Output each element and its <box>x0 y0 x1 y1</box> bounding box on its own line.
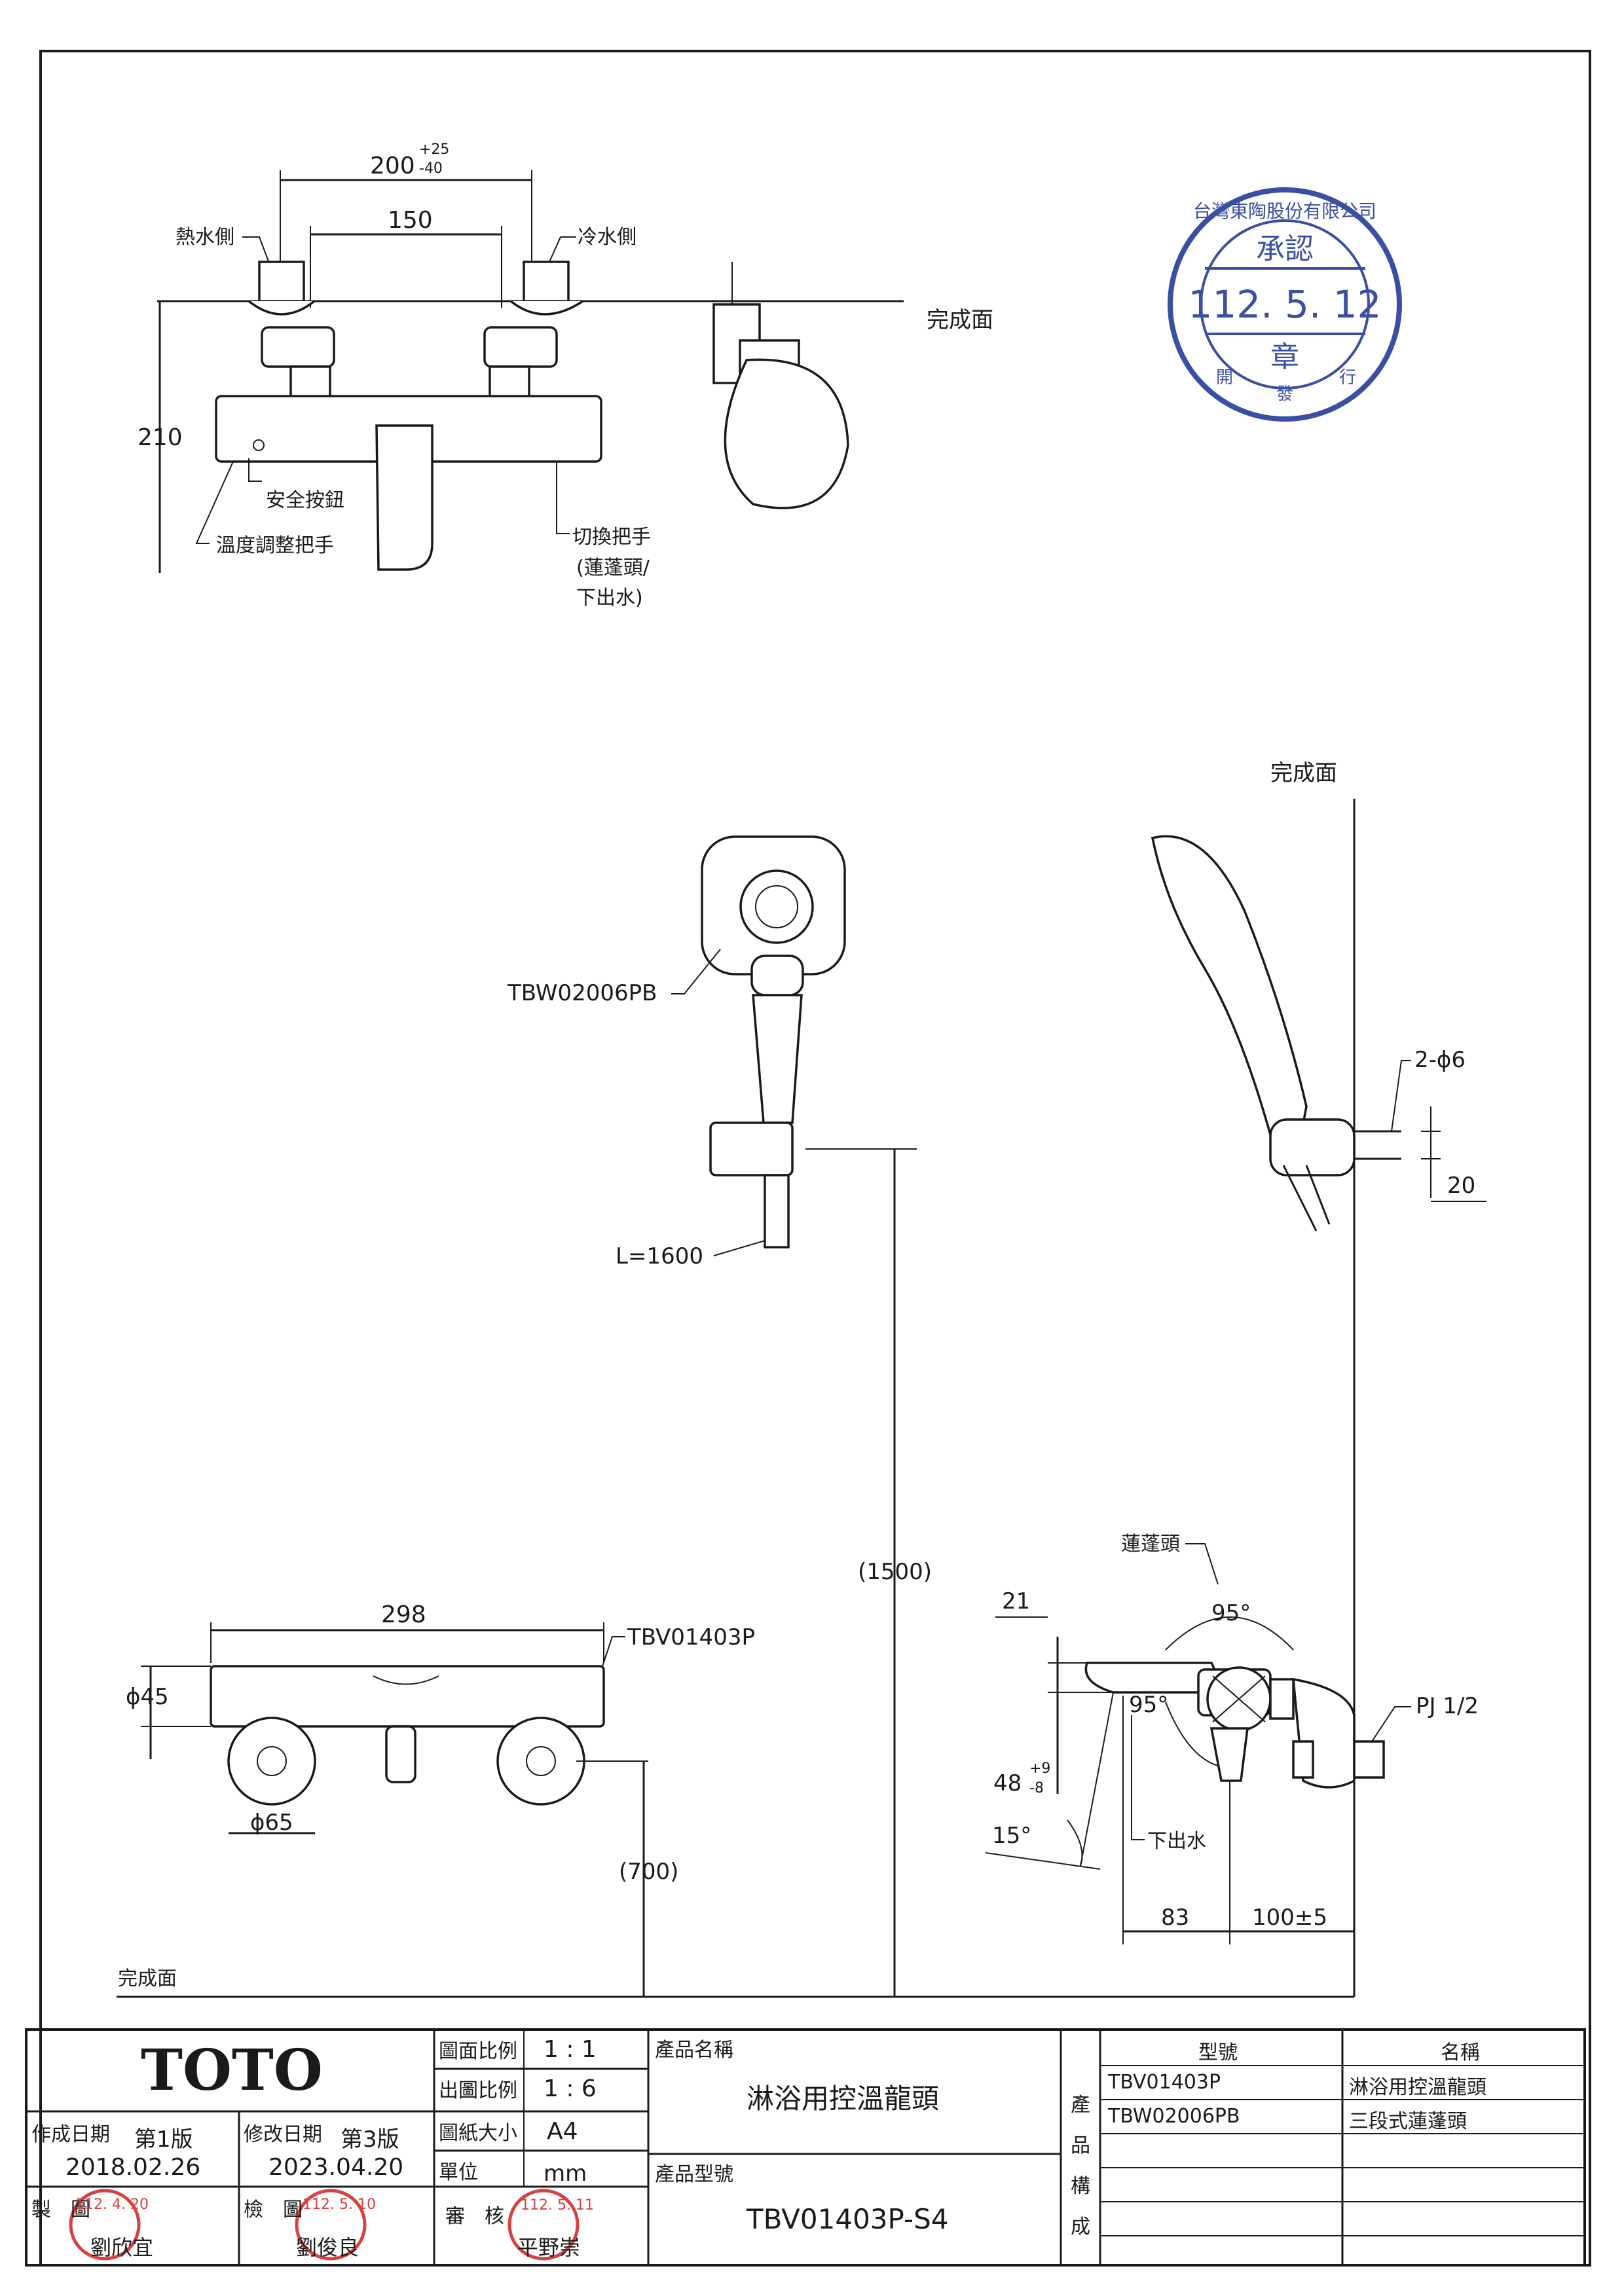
dim-298: 298 <box>381 1601 426 1628</box>
cold-side-label: 冷水側 <box>578 226 637 249</box>
dim-200: 200 <box>370 153 415 179</box>
stamp-company: 台灣東陶股份有限公司 <box>1193 200 1376 222</box>
composition-label: 產品構成 <box>1071 2094 1090 2238</box>
approval-stamp: 台灣東陶股份有限公司 承認 112. 5. 12 章 發 開 行 <box>1168 187 1402 422</box>
angle-15: 15° <box>992 1823 1031 1849</box>
revised-date: 2023.04.20 <box>268 2154 404 2181</box>
dim-48-tol-plus: +9 <box>1029 1760 1050 1777</box>
review-label: 審 核 <box>445 2205 504 2228</box>
review-name: 平野崇 <box>517 2235 581 2260</box>
scale-value: 1 : 1 <box>544 2036 597 2063</box>
row-1-model: TBV01403P <box>1108 2071 1221 2094</box>
dim-100: 100±5 <box>1252 1904 1327 1931</box>
dim-700: (700) <box>619 1859 678 1885</box>
row-2-model: TBW02006PB <box>1108 2105 1240 2128</box>
drawn-stamp-date: 112. 4. 20 <box>75 2196 149 2213</box>
top-view: 完成面 200 +25 -40 150 熱水側 冷水側 210 <box>138 141 993 610</box>
finish-surface-label-2: 完成面 <box>1270 760 1337 786</box>
revised-label: 修改日期 <box>244 2123 322 2146</box>
finish-surface-label: 完成面 <box>927 307 993 333</box>
shower-model-label: TBW02006PB <box>507 980 657 1006</box>
dim-200-tol-minus: -40 <box>419 160 443 177</box>
paper-value: A4 <box>547 2118 578 2145</box>
dim-83: 83 <box>1161 1904 1189 1931</box>
front-view: 298 TBV01403P ϕ45 ϕ65 (700) (1500) 完成面 <box>117 1149 1354 1998</box>
brand-logo: TOTO <box>141 2037 323 2104</box>
angle-95-top: 95° <box>1211 1600 1251 1626</box>
row-1-name: 淋浴用控溫龍頭 <box>1349 2076 1486 2099</box>
switch-handle-label-2: (蓮蓬頭/ <box>576 556 650 579</box>
holes-label: 2-ϕ6 <box>1414 1047 1466 1073</box>
angle-95-inner: 95° <box>1129 1692 1168 1718</box>
title-block-grid <box>25 2028 1586 2267</box>
product-model-label: 產品型號 <box>655 2163 733 2186</box>
unit-value: mm <box>544 2160 587 2187</box>
review-stamp-date: 112. 5. 11 <box>521 2197 594 2214</box>
stamp-right: 行 <box>1339 368 1356 388</box>
dim-1500: (1500) <box>858 1559 932 1585</box>
switch-handle-label-1: 切換把手 <box>572 526 651 549</box>
dim-150: 150 <box>388 207 433 234</box>
dim-21: 21 <box>1002 1588 1030 1614</box>
product-model: TBV01403P-S4 <box>747 2203 949 2235</box>
hot-side-label: 熱水側 <box>175 226 234 249</box>
checked-label: 檢 圖 <box>244 2198 303 2221</box>
pj-label: PJ 1/2 <box>1416 1693 1479 1719</box>
dim-48: 48 <box>993 1770 1022 1796</box>
stamp-issued: 發 <box>1276 384 1293 404</box>
side-view: 蓮蓬頭 95° 95° 21 48 +9 -8 PJ 1/2 15° 下出水 <box>985 1533 1479 1944</box>
product-name-label: 產品名稱 <box>655 2039 733 2062</box>
drawn-name: 劉欣宜 <box>90 2235 154 2260</box>
side-shower-label: 蓮蓬頭 <box>1121 1533 1180 1556</box>
print-scale-label: 出圖比例 <box>439 2079 517 2102</box>
stamp-approved: 承認 <box>1256 232 1314 266</box>
unit-label: 單位 <box>439 2161 478 2184</box>
drawn-label: 製 圖 <box>31 2198 90 2221</box>
dim-210: 210 <box>138 424 183 451</box>
lower-outlet-label: 下出水 <box>1147 1830 1206 1853</box>
hole-spacing-label: 20 <box>1447 1173 1475 1199</box>
created-label: 作成日期 <box>31 2123 110 2146</box>
third-edition: 第3版 <box>341 2126 399 2153</box>
print-scale-value: 1 : 6 <box>544 2075 597 2102</box>
switch-handle-label-3: 下出水) <box>576 587 643 610</box>
scale-label: 圖面比例 <box>439 2040 517 2063</box>
shower-view: 完成面 TBW02006PB L=1600 2-ϕ6 20 <box>507 760 1486 1997</box>
hose-length-label: L=1600 <box>616 1243 703 1269</box>
col-name-header: 名稱 <box>1441 2041 1480 2064</box>
checked-name: 劉俊良 <box>296 2235 360 2260</box>
dim-48-tol-minus: -8 <box>1029 1780 1044 1796</box>
first-edition: 第1版 <box>134 2126 193 2153</box>
shower-head-side <box>1151 835 1308 1160</box>
checked-stamp-date: 112. 5. 10 <box>303 2196 376 2213</box>
row-2-name: 三段式蓮蓬頭 <box>1349 2110 1467 2133</box>
product-name: 淋浴用控溫龍頭 <box>747 2083 940 2115</box>
front-model-label: TBV01403P <box>627 1624 755 1650</box>
paper-label: 圖紙大小 <box>439 2122 517 2145</box>
stamp-date: 112. 5. 12 <box>1188 282 1381 327</box>
pipe-dia-label: ϕ45 <box>126 1684 169 1710</box>
safety-button-label: 安全按鈕 <box>266 489 344 512</box>
col-model-header: 型號 <box>1198 2041 1238 2064</box>
stamp-seal: 章 <box>1270 340 1299 374</box>
knob-dia-label: ϕ65 <box>250 1810 293 1836</box>
dim-200-tol-plus: +25 <box>419 141 449 158</box>
temp-handle-label: 溫度調整把手 <box>216 534 334 557</box>
created-date: 2018.02.26 <box>65 2154 201 2181</box>
finish-surface-label-3: 完成面 <box>118 1967 177 1990</box>
stamp-left: 開 <box>1216 368 1233 388</box>
